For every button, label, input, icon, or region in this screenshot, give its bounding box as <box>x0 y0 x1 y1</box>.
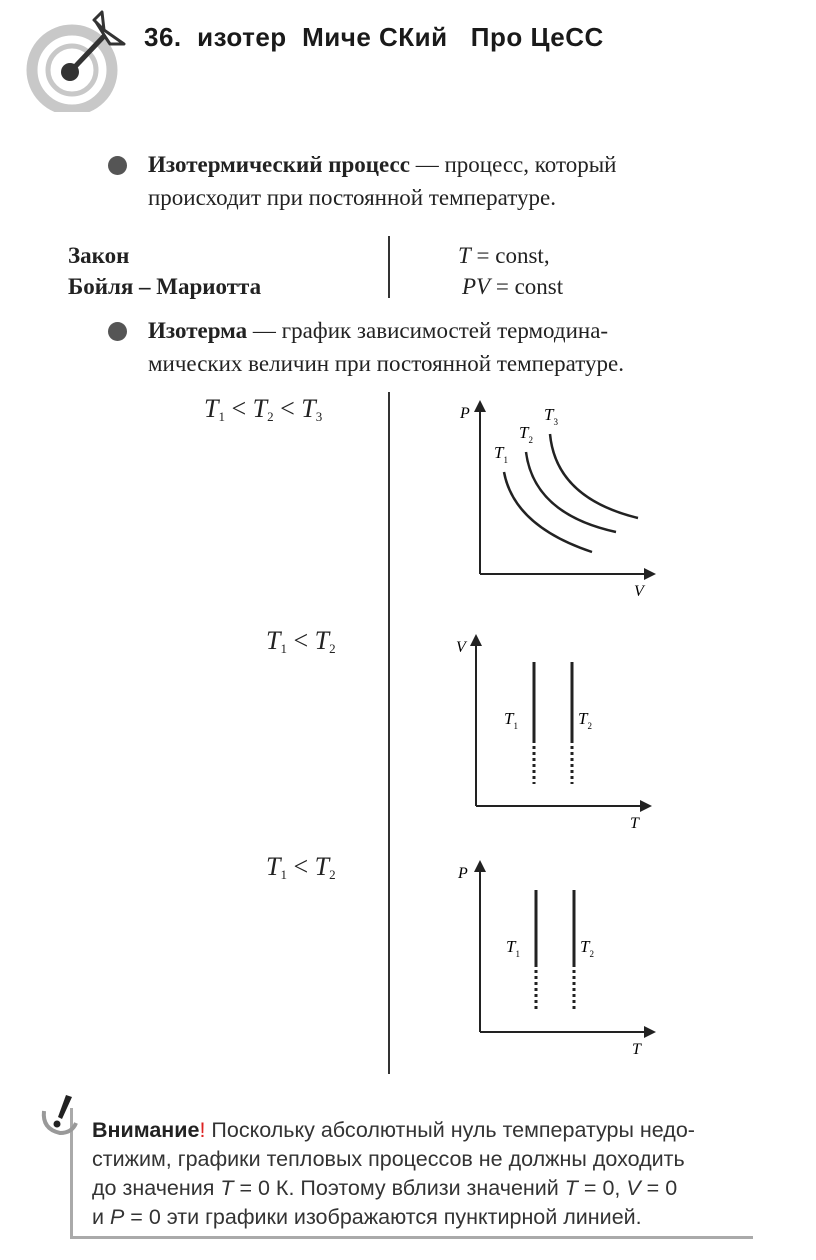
bullet-dot <box>108 156 127 175</box>
attention-note: Внимание! Поскольку абсолютный нуль темп… <box>92 1118 695 1229</box>
bullet-dot <box>108 322 127 341</box>
law-divider <box>388 236 390 298</box>
p-axis-label: P <box>459 405 470 422</box>
exclamation-icon <box>41 1095 78 1136</box>
condition-t1-t2-vt: T1 < T2 <box>266 626 336 656</box>
condition-t1-t2-t3: T1 < T2 < T3 <box>204 394 323 424</box>
target-arrow-icon <box>26 10 126 112</box>
law-name: Закон Бойля – Мариотта <box>68 243 262 299</box>
isotherm-curve-t2 <box>524 451 617 534</box>
curve-label-t2: T2 <box>519 423 533 445</box>
line-label-t2: T2 <box>578 709 592 731</box>
isotherm-curve-t1 <box>502 471 593 554</box>
v-axis-label: V <box>456 639 468 656</box>
page-title: 36. изотер Миче СКий Про ЦеСС <box>144 22 604 52</box>
p-axis-label: P <box>457 865 468 882</box>
definition-isothermal-process: Изотермический процесс — процесс, которы… <box>148 152 617 210</box>
definition-isotherm: Изотерма — график зависимостей термодина… <box>148 318 624 376</box>
formula-t-const: T = const, <box>458 243 550 268</box>
condition-t1-t2-pt: T1 < T2 <box>266 852 336 882</box>
isotherm-curve-t3 <box>548 433 639 520</box>
line-label-t2: T2 <box>580 937 594 959</box>
pv-isotherm-graph: P V T1 T2 T3 <box>459 400 656 600</box>
note-box <box>70 1108 753 1239</box>
line-label-t1: T1 <box>504 709 518 731</box>
t-axis-label: T <box>630 815 640 832</box>
curve-label-t3: T3 <box>544 405 558 427</box>
v-axis-label: V <box>634 583 646 600</box>
line-label-t1: T1 <box>506 937 520 959</box>
formula-pv-const: PV = const <box>462 274 564 299</box>
pt-isotherm-graph: P T T1 T2 <box>457 860 656 1058</box>
vt-isotherm-graph: V T T1 T2 <box>456 634 652 832</box>
note-attention-label: Внимание <box>92 1118 200 1142</box>
curve-label-t1: T1 <box>494 443 508 465</box>
t-axis-label: T <box>632 1041 642 1058</box>
term-isothermal-process: Изотермический процесс <box>148 152 410 177</box>
graphs-divider <box>388 392 390 1074</box>
term-isotherm: Изотерма <box>148 318 248 343</box>
